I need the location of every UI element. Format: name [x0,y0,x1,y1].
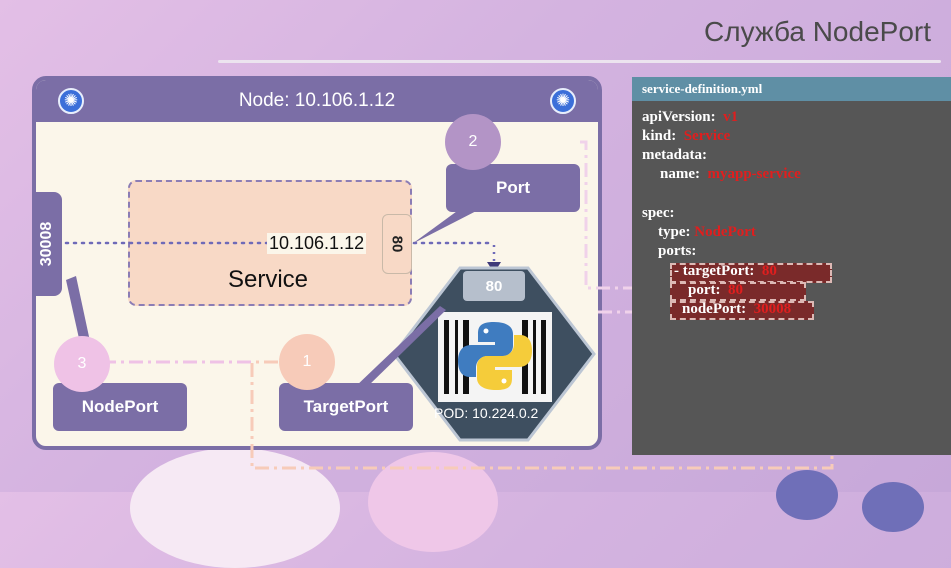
yaml-filename: service-definition.yml [632,77,951,101]
pod-label: POD: 10.224.0.2 [434,405,539,421]
node-title: Node: 10.106.1.12 [238,90,396,111]
kubernetes-icon [58,88,84,114]
service-label: Service [228,266,309,293]
yaml-metadata: metadata: [642,147,707,163]
yaml-port: port: 80 [688,282,743,298]
service-port: 80 [382,214,412,274]
yaml-spec: spec: [642,205,675,221]
title-divider [218,60,941,63]
port-callout-label: Port [496,178,530,197]
port-highlight [670,282,806,301]
slide-title: Служба NodePort [704,16,931,47]
pod-port: 80 [463,271,525,301]
target-port-callout: TargetPort [279,383,413,431]
node-port-callout-label: NodePort [81,397,159,416]
yaml-node-port: nodePort: 30008 [682,301,792,317]
yaml-ports: ports: [658,243,697,259]
pointer [412,206,486,244]
target-port-badge: 1 [279,334,335,390]
pointer [354,306,446,388]
dashdot-line [580,140,670,290]
target-port-callout-label: TargetPort [303,397,389,416]
port-badge: 2 [445,114,501,170]
kubernetes-icon [550,88,576,114]
service-port-value: 80 [388,235,406,253]
yaml-type: type: NodePort [658,224,756,240]
python-logo-icon [458,322,532,390]
yaml-name: name: myapp-service [660,166,801,182]
yaml-api-version: apiVersion: v1 [642,109,739,125]
node-port-tab: 30008 [32,192,62,296]
yaml-kind: kind: Service [642,128,731,144]
yaml-target-port: - targetPort: 80 [674,263,777,279]
service-ip: 10.106.1.12 [267,233,367,254]
node-port-badge: 3 [54,336,110,392]
port-callout: Port [446,164,580,212]
node-header: Node: 10.106.1.12 [36,80,598,122]
yaml-panel: service-definition.yml apiVersion: v1 ki… [632,77,951,455]
node-port-highlight [670,301,814,320]
node-port-value: 30008 [38,221,55,267]
